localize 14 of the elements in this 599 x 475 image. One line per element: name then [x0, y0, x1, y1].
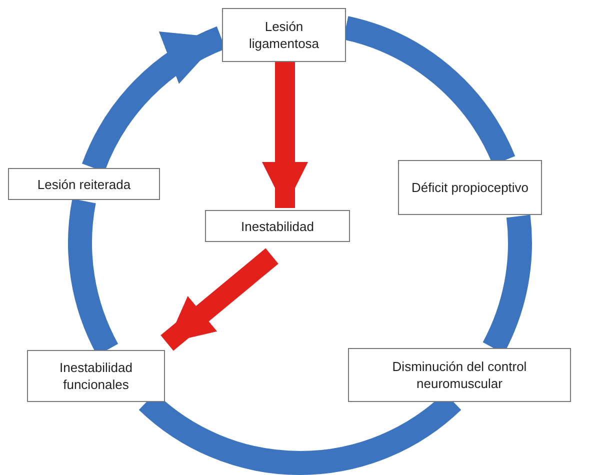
arrow: [262, 62, 308, 208]
box-label: Lesión reiterada: [37, 176, 131, 192]
process-box: [348, 348, 571, 402]
box-label: Inestabilidad funcionales: [58, 359, 134, 393]
box-label: Déficit propioceptivo: [411, 179, 529, 196]
box-label: Lesión ligamentosa: [248, 18, 320, 52]
process-box: [205, 210, 350, 242]
process-box: [27, 350, 165, 402]
box-label: Disminución del control neuromuscular: [391, 358, 528, 392]
box-label: Inestabilidad: [241, 218, 314, 234]
arrow: [160, 248, 278, 351]
process-box: [222, 8, 346, 62]
process-box: [8, 168, 160, 200]
process-box: [398, 160, 542, 215]
